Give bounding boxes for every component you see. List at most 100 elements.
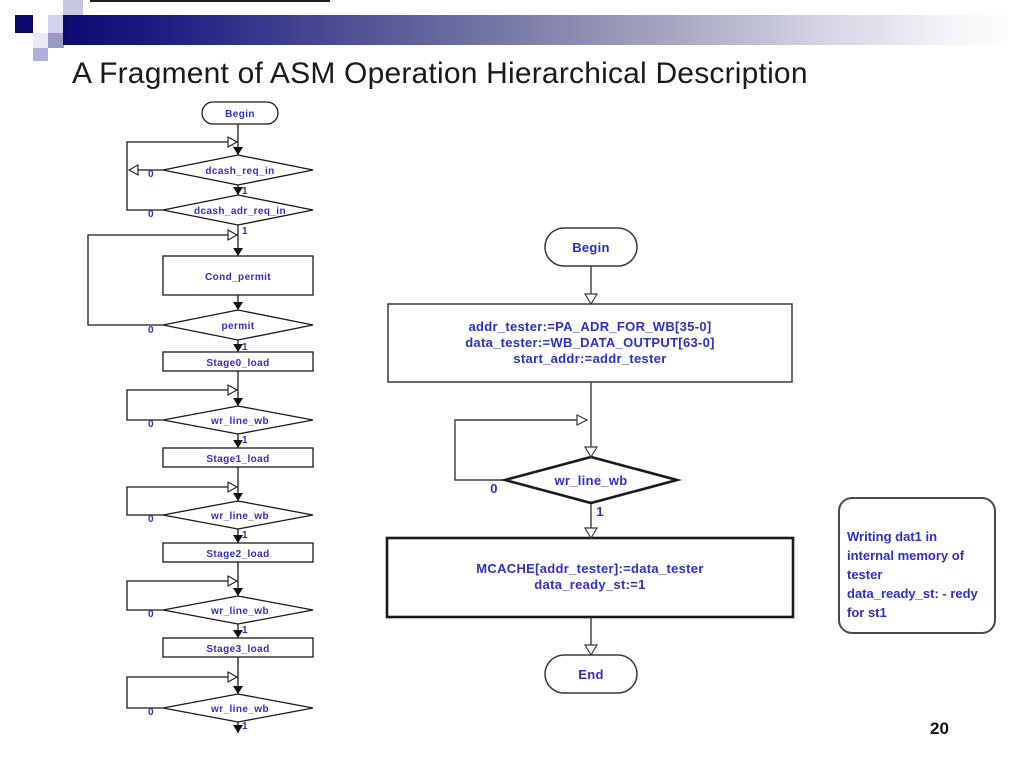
action-box [385, 536, 795, 619]
branch-label-1: 1 [596, 504, 604, 519]
decision-dcash-req-in [162, 154, 314, 186]
begin-terminator [201, 101, 279, 125]
arrowhead-down-icon [233, 535, 243, 543]
arrowhead-down-icon [233, 248, 243, 256]
branch-label-0: 0 [490, 481, 498, 496]
slide-title: A Fragment of ASM Operation Hierarchical… [72, 57, 808, 90]
begin-terminator [544, 227, 638, 267]
begin-label: Begin [225, 109, 255, 120]
decision-label: wr_line_wb [210, 416, 269, 427]
arrowhead-down-icon [583, 644, 599, 657]
arrowhead-down-icon [233, 493, 243, 501]
assign-box [387, 303, 793, 383]
branch-label-1: 1 [242, 625, 248, 636]
branch-label-1: 1 [242, 342, 248, 353]
decorative-square-5 [48, 33, 64, 48]
left-loop-wr4 [126, 676, 235, 709]
left-loop-wr2 [126, 486, 235, 516]
decision-label: wr_line_wb [553, 473, 627, 488]
arrowhead-down-icon [583, 446, 599, 459]
right-asm-flowchart: Begin addr_tester:=PA_ADR_FOR_WB[35-0] d… [385, 227, 795, 694]
arrowhead-down-icon [233, 187, 243, 195]
left-asm-flowchart: Begin dcash_req_in dcash_adr_req_in Cond… [87, 101, 314, 733]
left-loop-dcash [126, 141, 236, 211]
box-label: Stage3_load [206, 644, 269, 655]
decision-label: wr_line_wb [210, 606, 269, 617]
note-line: data_ready_st: - redy [847, 586, 978, 601]
branch-label-1: 1 [242, 721, 248, 732]
begin-label: Begin [572, 240, 610, 255]
left-loop-wr1 [126, 389, 235, 421]
decision-label: dcash_req_in [205, 166, 274, 177]
arrowhead-right-icon [227, 229, 239, 241]
branch-label-0: 0 [148, 514, 154, 525]
left-loop-permit [87, 234, 235, 326]
arrowhead-down-icon [233, 302, 243, 310]
decision-wr-line-wb [499, 455, 683, 505]
arrowhead-right-icon [227, 575, 239, 587]
branch-label-1: 1 [242, 186, 248, 197]
decorative-square-6 [33, 48, 48, 61]
header-gradient-bar [63, 15, 1008, 45]
decision-wr-line-wb-1 [162, 405, 314, 435]
arrowhead-down-icon [233, 630, 243, 638]
branch-label-0: 0 [148, 325, 154, 336]
arrowhead-down-icon [233, 686, 243, 694]
arrowhead-down-icon [233, 440, 243, 448]
arrowhead-down-icon [233, 725, 243, 733]
decorative-square-4 [33, 33, 48, 48]
arrowhead-down-icon [583, 527, 599, 540]
decision-label: dcash_adr_req_in [194, 206, 286, 217]
branch-label-1: 1 [242, 435, 248, 446]
decision-wr-line-wb-4 [162, 693, 314, 723]
decision-wr-line-wb-2 [162, 500, 314, 530]
branch-label-1: 1 [242, 226, 248, 237]
arrowhead-down-icon [233, 344, 243, 352]
branch-label-0: 0 [148, 609, 154, 620]
arrowhead-down-icon [233, 398, 243, 406]
arrowhead-down-icon [233, 147, 243, 155]
decorative-square-2 [15, 15, 33, 33]
arrowhead-left-icon [127, 164, 139, 176]
branch-label-0: 0 [148, 169, 154, 180]
assign-box-line: start_addr:=addr_tester [513, 351, 666, 366]
arrowhead-right-icon [227, 384, 239, 396]
note-line: Writing dat1 in [847, 529, 938, 544]
box-label: Stage1_load [206, 454, 269, 465]
branch-label-0: 0 [148, 419, 154, 430]
page-number: 20 [930, 719, 949, 738]
arrowhead-down-icon [583, 293, 599, 306]
left-loop-wr3 [126, 580, 235, 611]
arrowhead-right-icon [576, 414, 589, 426]
decision-label: wr_line_wb [210, 511, 269, 522]
right-loop-wr-line [454, 419, 584, 481]
decision-permit [162, 309, 314, 341]
note-line: tester [847, 567, 883, 582]
arrowhead-right-icon [227, 671, 239, 683]
arrowhead-down-icon [233, 588, 243, 596]
decorative-square-3 [48, 15, 64, 33]
decision-label: wr_line_wb [210, 704, 269, 715]
box-label: Stage0_load [206, 358, 269, 369]
assign-box-line: addr_tester:=PA_ADR_FOR_WB[35-0] [468, 319, 711, 334]
box-label: Cond_permit [205, 272, 271, 283]
decision-wr-line-wb-3 [162, 595, 314, 625]
end-label: End [578, 667, 603, 682]
box-label: Stage2_load [206, 549, 269, 560]
decision-dcash-adr-req-in [162, 194, 314, 226]
branch-label-1: 1 [242, 530, 248, 541]
action-box-line: data_ready_st:=1 [534, 577, 645, 592]
decision-label: permit [222, 321, 255, 332]
branch-label-0: 0 [148, 209, 154, 220]
decorative-square-1 [63, 0, 83, 15]
assign-box-line: data_tester:=WB_DATA_OUTPUT[63-0] [465, 335, 715, 350]
top-rule-line [90, 0, 330, 2]
action-box-line: MCACHE[addr_tester]:=data_tester [476, 561, 703, 576]
arrowhead-right-icon [227, 136, 239, 148]
note-box: Writing dat1 in internal memory of teste… [838, 497, 996, 634]
note-line: internal memory of [847, 548, 965, 563]
note-line: for st1 [847, 605, 887, 620]
branch-label-0: 0 [148, 707, 154, 718]
